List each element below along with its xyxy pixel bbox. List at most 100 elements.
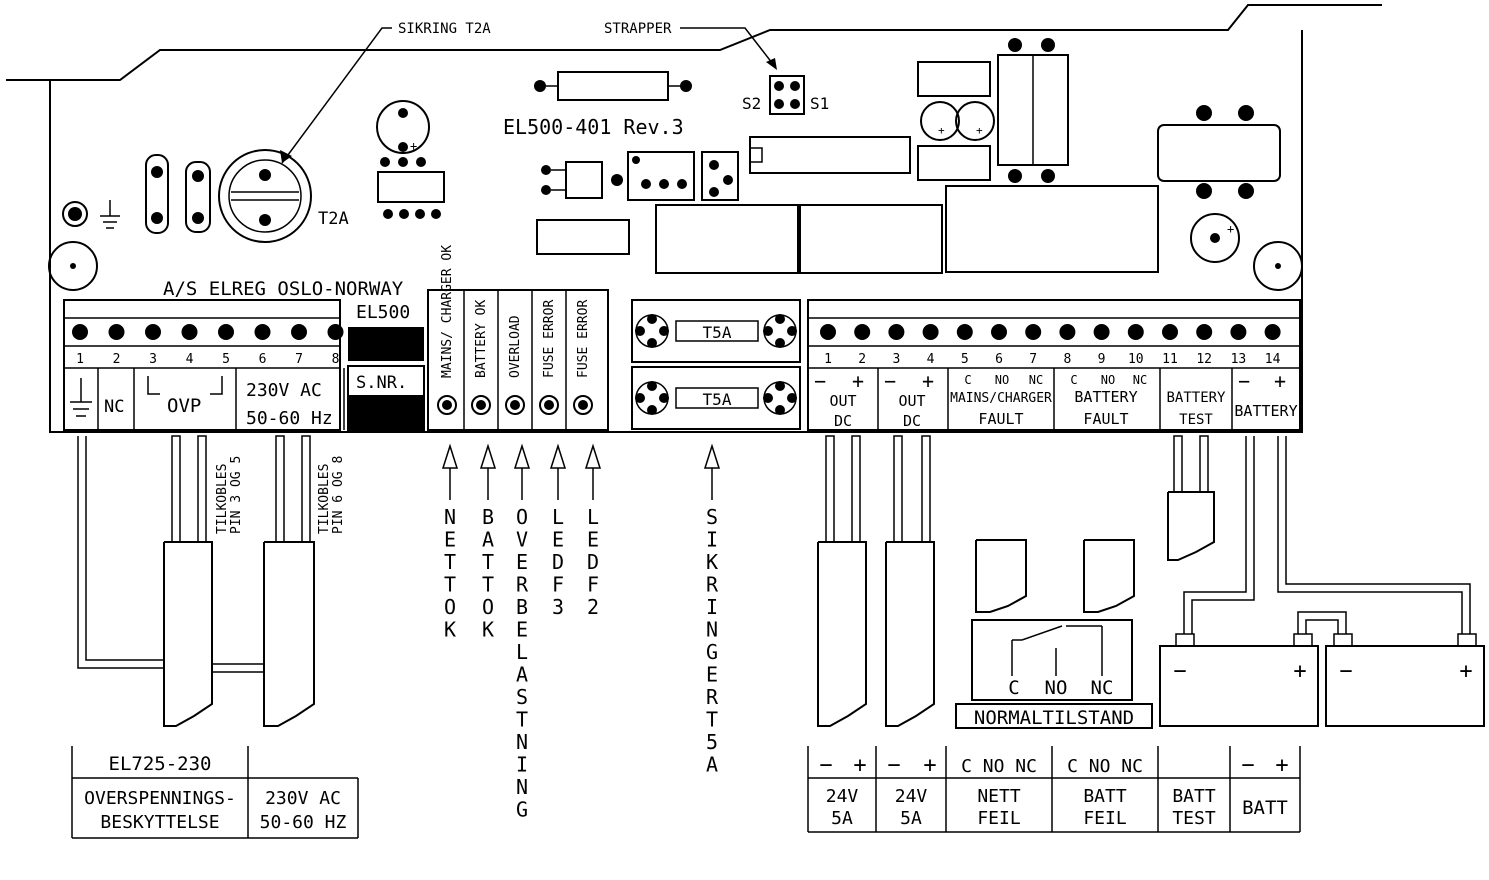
svg-text:S.NR.: S.NR. bbox=[356, 373, 407, 393]
fuse-clip bbox=[787, 326, 797, 336]
fuse-clip bbox=[659, 326, 669, 336]
table-feil: FEIL bbox=[977, 808, 1021, 829]
strap-s1-s2: S2 S1 bbox=[742, 75, 829, 115]
led-indicator bbox=[505, 395, 525, 415]
label-battery-test: BATTERY bbox=[1166, 390, 1226, 406]
label-nc: NC bbox=[104, 397, 124, 417]
fuse-clip bbox=[775, 338, 785, 348]
svg-text:SIKRING T2A: SIKRING T2A bbox=[398, 21, 491, 37]
fuse-clip bbox=[635, 326, 645, 336]
ic-chip bbox=[749, 136, 911, 174]
terminal-screw bbox=[854, 324, 871, 340]
svg-text:+: + bbox=[938, 124, 945, 137]
resistor-r2 bbox=[536, 219, 630, 255]
fuses-t5a bbox=[631, 299, 801, 430]
fuse-clip bbox=[763, 393, 773, 403]
mounting-hole-left bbox=[48, 241, 98, 291]
fuse-t2a-label: T2A bbox=[318, 209, 349, 229]
polarity-sign: + bbox=[1274, 369, 1286, 393]
fuse-clip bbox=[659, 393, 669, 403]
relay-c: C bbox=[1008, 677, 1019, 699]
terminal-screw bbox=[1025, 324, 1042, 340]
relay-normaltilstand: NORMALTILSTAND bbox=[974, 707, 1134, 729]
fuse-clip bbox=[775, 405, 785, 415]
terminal-screw bbox=[1093, 324, 1110, 340]
terminal-pin-number: 4 bbox=[186, 352, 194, 367]
label-fault: FAULT bbox=[1083, 410, 1128, 428]
terminal-pin-number: 7 bbox=[295, 352, 303, 367]
contact-label: C bbox=[1070, 373, 1077, 387]
terminal-screw bbox=[1127, 324, 1144, 340]
table-230v-ac: 230V AC bbox=[265, 788, 341, 809]
table-feil: FEIL bbox=[1083, 808, 1127, 829]
led-label: FUSE ERROR bbox=[576, 300, 591, 378]
terminal-screw bbox=[108, 324, 125, 340]
board-model: EL500-401 Rev.3 bbox=[503, 115, 684, 139]
label-out: OUT bbox=[898, 392, 925, 410]
led-indicator-core bbox=[442, 400, 452, 410]
pcb-outline bbox=[6, 4, 1382, 433]
varistor-components bbox=[145, 154, 211, 234]
table-test: TEST bbox=[1172, 808, 1216, 829]
terminal-screw bbox=[991, 324, 1007, 340]
fuse-clip bbox=[763, 326, 773, 336]
terminal-pin-number: 1 bbox=[76, 352, 84, 367]
terminal-pin-number: 4 bbox=[927, 352, 935, 367]
led-label: FUSE ERROR bbox=[542, 300, 557, 378]
terminal-pin-number: 12 bbox=[1196, 352, 1212, 367]
table-polarity: + bbox=[1275, 753, 1288, 778]
fuse-clip bbox=[787, 393, 797, 403]
fuse-clip bbox=[775, 381, 785, 391]
terminal-pin-number: 5 bbox=[961, 352, 969, 367]
fuse-clip bbox=[775, 314, 785, 324]
svg-text:S1: S1 bbox=[810, 94, 829, 113]
label-ovp: OVP bbox=[167, 395, 201, 417]
label-mains-charger: MAINS/CHARGER bbox=[950, 391, 1052, 406]
terminal-screw bbox=[72, 324, 88, 340]
terminal-screw bbox=[922, 324, 939, 340]
callout-strapper: STRAPPER bbox=[604, 21, 777, 70]
bottom-right-table bbox=[807, 746, 1301, 833]
terminal-screw bbox=[1196, 324, 1213, 340]
terminal-screw bbox=[820, 324, 836, 340]
led-indicator-core bbox=[578, 400, 588, 410]
led-indicator bbox=[471, 395, 491, 415]
relay-caps-tall bbox=[997, 38, 1069, 183]
tilkobles-label: TILKOBLES bbox=[215, 464, 230, 534]
bottom-left-table bbox=[71, 746, 359, 839]
fuse-clip bbox=[647, 314, 657, 324]
ground-terminal bbox=[62, 200, 120, 229]
terminal-screw bbox=[181, 324, 198, 340]
terminal-pin-number: 7 bbox=[1029, 352, 1037, 367]
fuse-t5a-label: T5A bbox=[703, 323, 732, 342]
led-indicator bbox=[539, 395, 559, 415]
callout-sikring: SIKRING T2A bbox=[280, 21, 491, 164]
terminal-pin-number: 2 bbox=[113, 352, 121, 367]
battery-minus: − bbox=[1173, 659, 1186, 684]
battery-minus: − bbox=[1339, 659, 1352, 684]
polarity-sign: − bbox=[814, 369, 826, 393]
table-polarity: − bbox=[1241, 753, 1254, 778]
led-indicator-core bbox=[510, 400, 520, 410]
table-c-no-nc: C NO NC bbox=[1067, 756, 1143, 777]
contact-label: NC bbox=[1029, 373, 1043, 387]
label-test: TEST bbox=[1179, 412, 1213, 428]
svg-text:+: + bbox=[410, 139, 417, 153]
terminal-pin-number: 13 bbox=[1231, 352, 1247, 367]
terminal-screw bbox=[145, 324, 161, 340]
terminal-screw bbox=[1162, 324, 1178, 340]
table-24v: 24V bbox=[826, 786, 859, 807]
label-50-60hz: 50-60 Hz bbox=[246, 408, 333, 429]
label-230v-ac: 230V AC bbox=[246, 380, 322, 401]
trimmer-caps: + + bbox=[917, 61, 995, 181]
terminal-screw bbox=[1264, 324, 1281, 340]
terminal-screw bbox=[254, 324, 271, 340]
